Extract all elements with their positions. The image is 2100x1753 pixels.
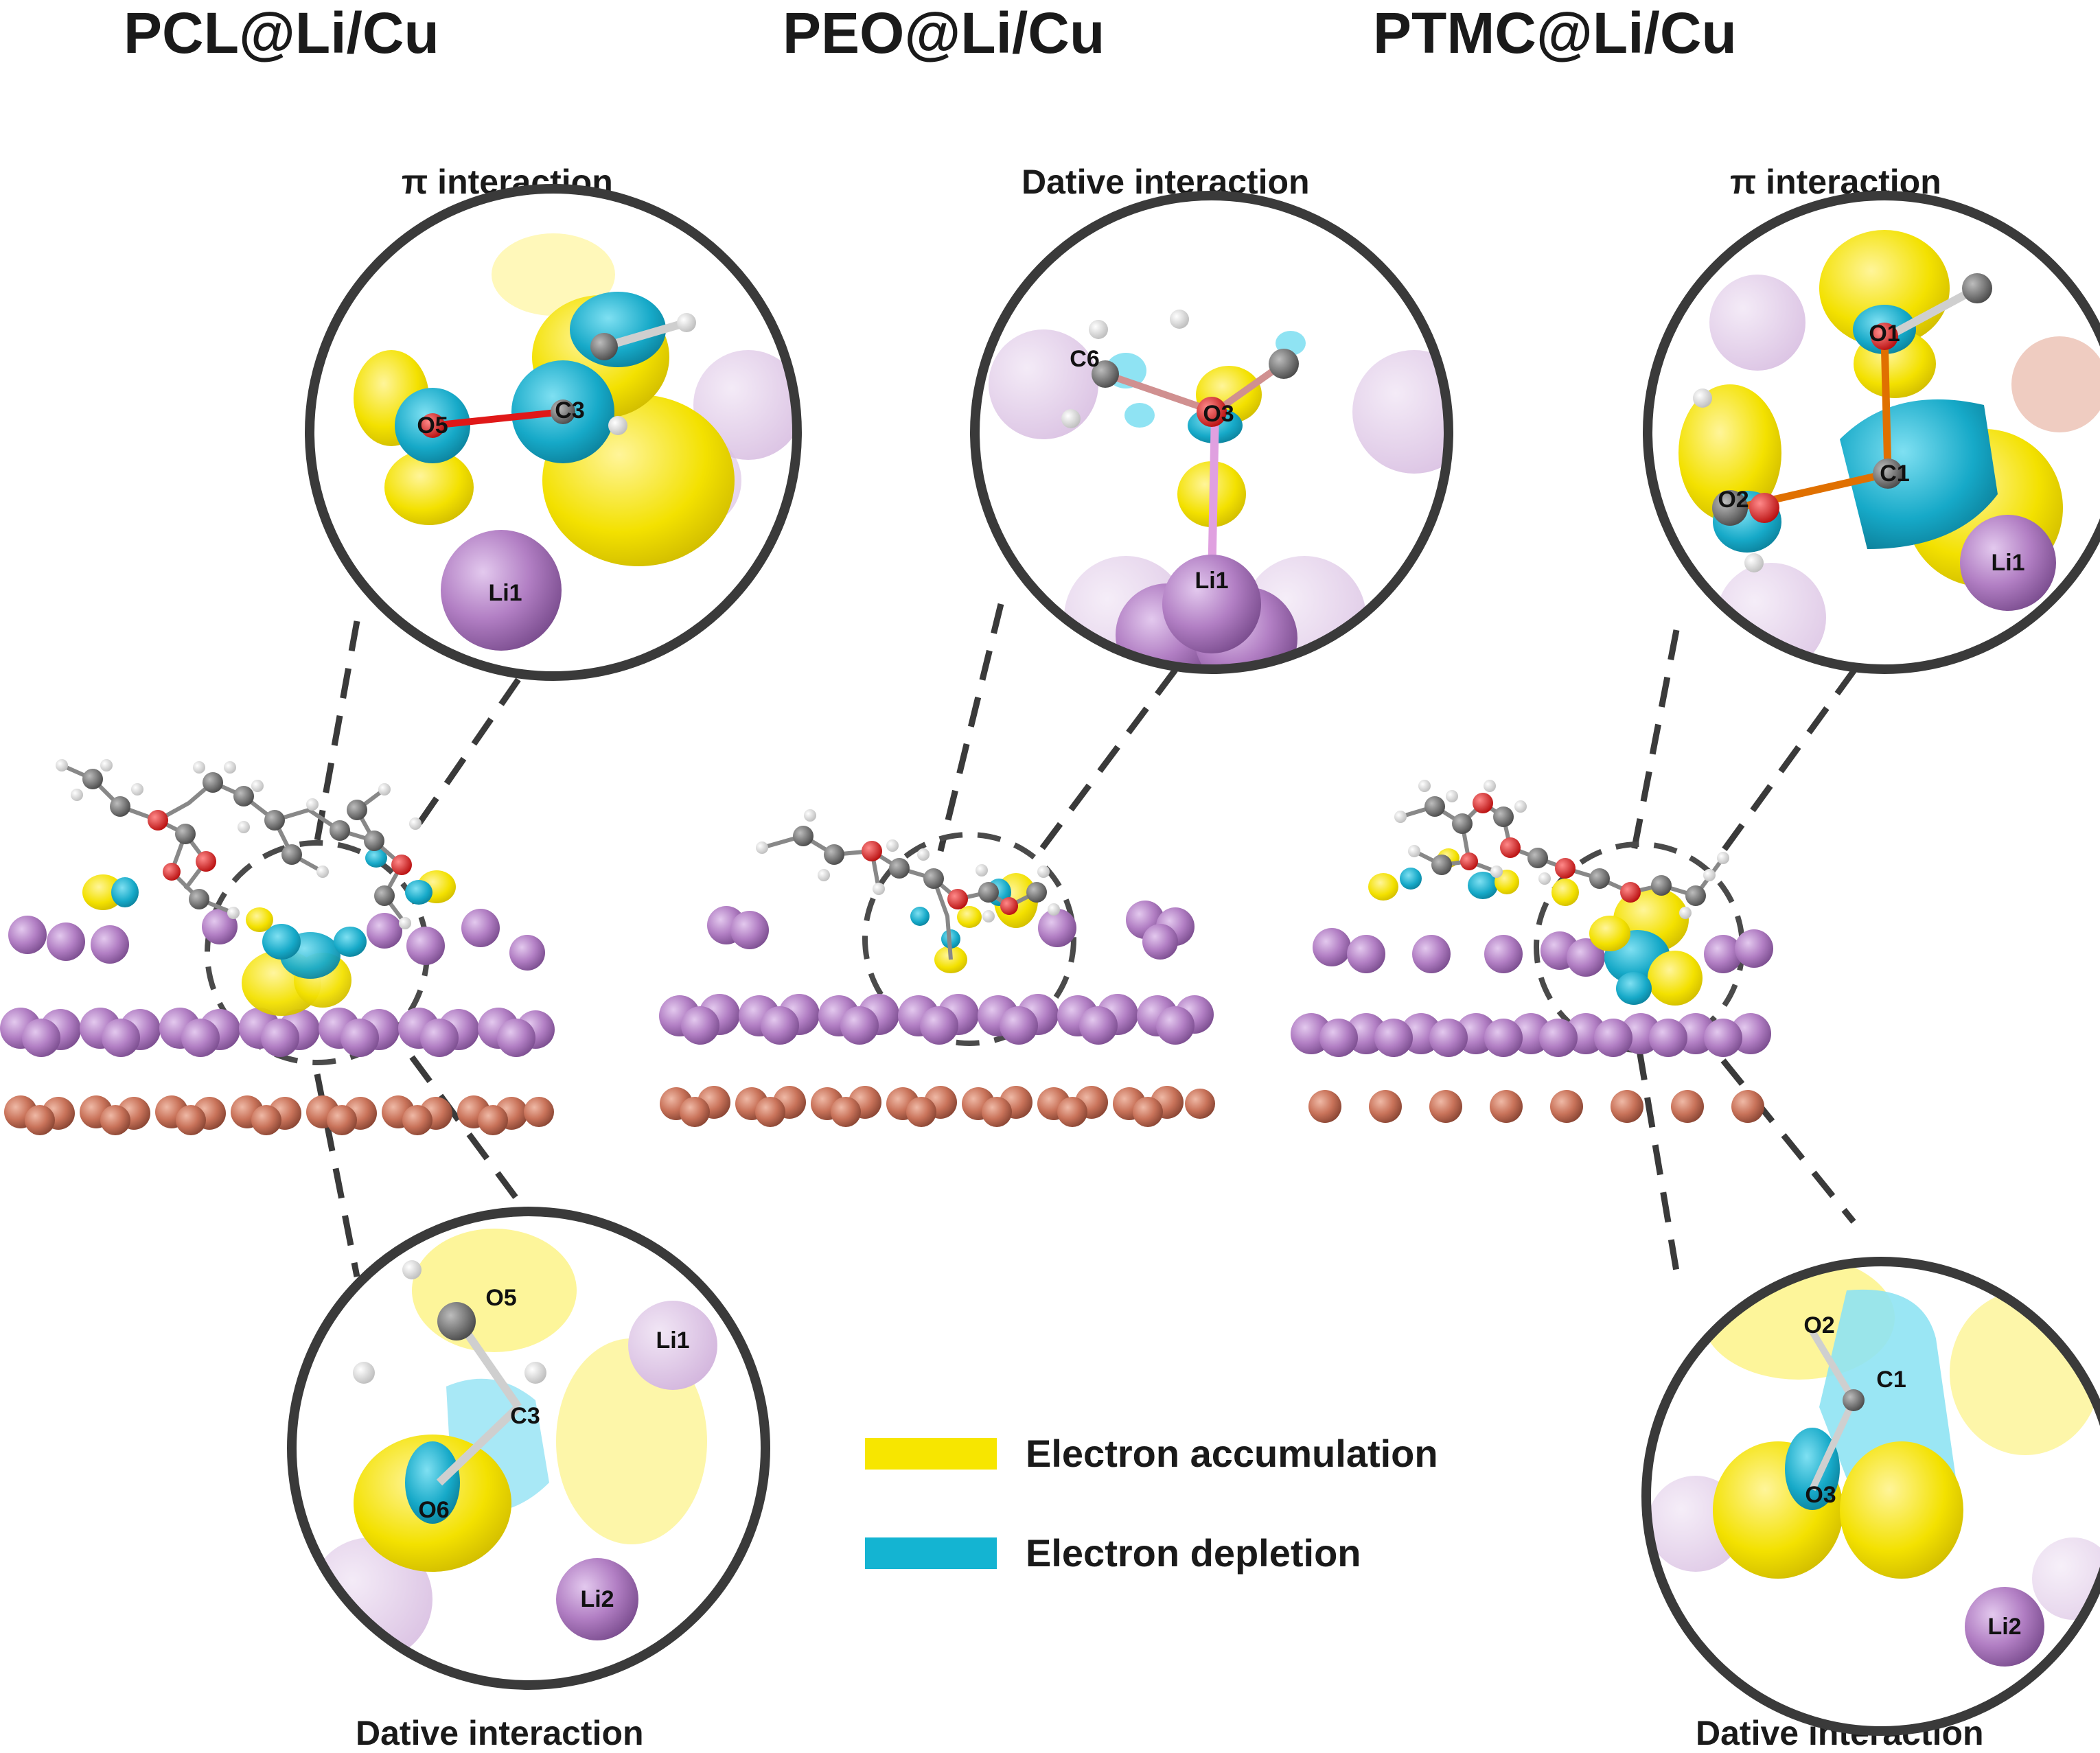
pcl-bottom-atom-3: C3 xyxy=(510,1403,540,1429)
ptmc-slab xyxy=(1291,780,1773,1123)
zoom-connectors xyxy=(314,603,1858,1284)
pcl-bottom-atom-5: Li2 xyxy=(580,1586,614,1612)
peo-top-caption: Dative interaction xyxy=(1022,163,1310,201)
peo-top-zoom: C6 O3 Li1 xyxy=(970,191,1453,674)
ptmc-top-atom-2: O2 xyxy=(1718,487,1749,513)
ptmc-top-atom-1: O1 xyxy=(1869,321,1900,347)
legend-depletion-label: Electron depletion xyxy=(1026,1531,1361,1575)
pcl-top-atom-2: C3 xyxy=(555,397,584,423)
legend-accumulation-label: Electron accumulation xyxy=(1026,1432,1438,1475)
ptmc-bottom-atom-3: O3 xyxy=(1805,1482,1836,1508)
ptmc-title: PTMC@Li/Cu xyxy=(1373,1,1737,65)
pcl-bottom-atom-2: Li1 xyxy=(656,1327,689,1354)
pcl-bottom-atom-1: O5 xyxy=(485,1285,516,1311)
pcl-bottom-caption: Dative interaction xyxy=(356,1714,644,1752)
peo-title: PEO@Li/Cu xyxy=(783,1,1105,65)
ptmc-top-atom-4: Li1 xyxy=(1991,550,2024,576)
ptmc-bottom-zoom: O2 C1 O3 Li2 xyxy=(1641,1257,2100,1736)
pcl-bottom-zoom: O5 Li1 C3 O6 Li2 xyxy=(287,1207,770,1690)
ptmc-bottom-atom-1: O2 xyxy=(1803,1312,1834,1338)
ptmc-bottom-atom-4: Li2 xyxy=(1987,1614,2021,1640)
pcl-title: PCL@Li/Cu xyxy=(124,1,439,65)
peo-top-atom-2: O3 xyxy=(1203,401,1234,427)
peo-top-atom-3: Li1 xyxy=(1195,568,1228,594)
peo-focus-circle xyxy=(862,832,1076,1046)
pcl-slab xyxy=(0,759,555,1135)
ptmc-top-zoom: O1 O2 C1 Li1 xyxy=(1643,191,2100,674)
peo-top-atom-1: C6 xyxy=(1070,346,1099,372)
pcl-top-atom-1: O5 xyxy=(417,413,448,439)
legend-depletion-swatch xyxy=(865,1537,997,1569)
peo-slab xyxy=(659,809,1215,1127)
ptmc-top-atom-3: C1 xyxy=(1880,461,1909,487)
pcl-top-zoom: O5 C3 Li1 xyxy=(305,184,802,681)
legend-accumulation-swatch xyxy=(865,1438,997,1470)
pcl-bottom-atom-4: O6 xyxy=(418,1497,449,1523)
pcl-top-atom-3: Li1 xyxy=(488,580,522,606)
ptmc-bottom-atom-2: C1 xyxy=(1876,1367,1906,1393)
